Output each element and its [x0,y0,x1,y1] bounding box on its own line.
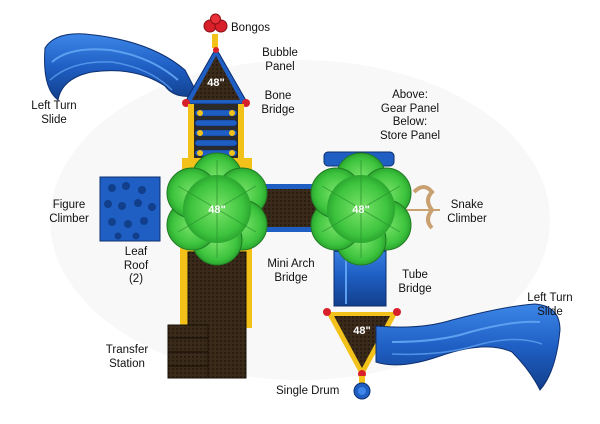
label-left-turn-slide-top-line2: Slide [41,113,67,126]
bone-bridge [188,104,244,162]
height-label-bottom: 48" [353,325,370,337]
label-snake-climber-line1: Snake [450,199,484,211]
label-leaf-roof-line2: Roof [123,259,149,272]
label-gear-panel: Gear Panel [380,102,440,115]
label-transfer-station: Transfer Station [98,344,156,371]
label-snake-climber-line2: Climber [447,212,487,225]
label-tube-bridge-line1: Tube [402,269,428,281]
label-bone-bridge: Bone Bridge [256,90,300,117]
label-leaf-roof-line1: Leaf [124,246,148,258]
label-bone-bridge-line2: Bridge [261,103,295,116]
label-snake-climber: Snake Climber [440,199,494,226]
leaf-roof-right: 48" [310,152,412,266]
label-leaf-roof-line3: (2) [128,273,144,285]
single-drum [353,376,371,400]
label-left-turn-slide-right-line1: Left Turn [527,292,573,304]
label-gear-store-panel: Above: Gear Panel Below: Store Panel [368,89,452,143]
bongos [203,13,228,48]
figure-climber [99,176,161,242]
label-left-turn-slide-right-line2: Slide [537,305,563,318]
label-bongos: Bongos [231,22,271,34]
label-left-turn-slide-top: Left Turn Slide [22,100,86,127]
label-bubble-panel: Bubble Panel [254,47,306,74]
label-bone-bridge-line1: Bone [264,90,292,102]
label-figure-climber: Figure Climber [42,199,96,226]
label-figure-climber-line1: Figure [52,199,86,211]
left-turn-slide-top [44,33,199,101]
label-left-turn-slide-top-line1: Left Turn [31,100,77,112]
label-bubble-panel-line2: Panel [265,60,295,73]
leaf-roof-left: 48" [166,152,268,266]
label-single-drum: Single Drum [276,385,340,397]
label-mini-arch-bridge-line2: Bridge [274,271,308,284]
left-turn-slide-right [375,303,561,391]
label-figure-climber-line2: Climber [49,212,89,225]
height-label-left-roof: 48" [208,204,225,216]
label-mini-arch-bridge: Mini Arch Bridge [256,258,326,285]
label-tube-bridge: Tube Bridge [392,269,438,296]
label-left-turn-slide-right: Left Turn Slide [518,292,582,319]
mini-arch-bridge [262,184,320,232]
transfer-station [167,248,252,379]
label-leaf-roof: Leaf Roof (2) [116,246,156,287]
label-transfer-station-line2: Station [109,357,145,370]
height-label-right-roof: 48" [352,204,369,216]
label-above: Above: [392,89,428,101]
label-tube-bridge-line2: Bridge [398,282,432,295]
label-mini-arch-bridge-line1: Mini Arch [267,258,315,270]
label-store-panel: Store Panel [379,129,441,142]
bubble-panel-deck: 48" [182,46,250,107]
height-label-top: 48" [207,77,224,89]
label-bubble-panel-line1: Bubble [262,47,298,59]
snake-climber [406,185,440,230]
label-transfer-station-line1: Transfer [105,344,149,356]
label-below: Below: [392,116,428,128]
